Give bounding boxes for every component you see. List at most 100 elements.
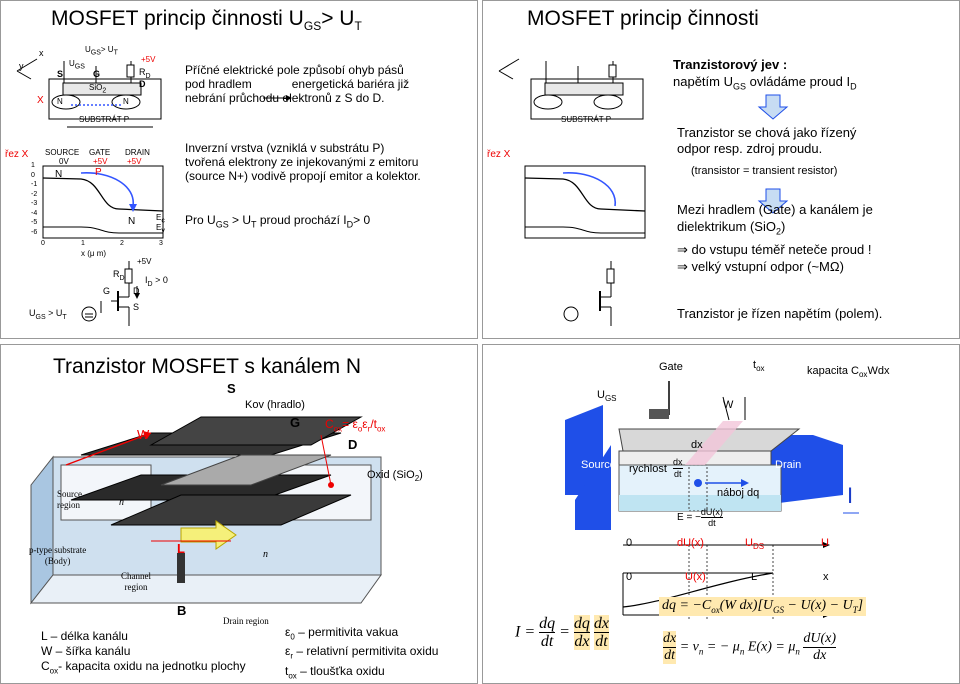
mosfet-diagram-copy [498,58,789,326]
band-n-left: N [55,169,63,180]
slide3-title: Tranzistor MOSFET s kanálem N [53,355,362,378]
circuit-5v: +5V [137,257,152,266]
label-d: D [348,437,358,452]
ev-label: Ev [156,223,165,235]
label-n-left: n [119,497,124,508]
band-0v: 0V [59,157,69,166]
circuit-rd: RD [113,269,125,282]
slide1-para2: Inverzní vrstva (vzniklá v substrátu P)t… [185,141,421,183]
slide2-title: MOSFET princip činnosti [527,7,759,30]
legend-left: L – délka kanálu W – šířka kanálu Cox- k… [41,629,246,676]
slide2-cut-label: řez X [487,149,511,160]
transistor-etymology: (transistor = transient resistor) [691,165,838,177]
supply-5v: +5V [141,55,156,64]
band-n-right: N [128,216,136,227]
terminal-d: D [139,79,146,89]
label-p-substrate: p-type substrate(Body) [29,545,87,566]
w-label: W [723,399,734,411]
slide-mosfet-principle: MOSFET princip činnosti řez X SUBSTRÁT P… [482,0,960,339]
gate-dielectric: Mezi hradlem (Gate) a kanálem je dielekt… [677,202,873,274]
cut-label: řez X [5,149,29,160]
label-drain-region: Drain region [223,616,269,626]
band-5v-gate: +5V [93,157,108,166]
circuit-s: S [133,302,140,312]
cut-x-marker: X [37,95,44,106]
band-xtick-2: 2 [120,240,124,247]
ugs-label: UGS [597,389,617,404]
ec-label: Ec [156,213,165,225]
velocity-label: rychlost [629,463,667,475]
label-l: L [177,541,185,556]
e-field-eq: E = −dU(x)dt [677,507,723,528]
drain-label: Drain [775,459,802,471]
label-g: G [290,415,301,430]
label-b: B [177,603,187,618]
rd-label: RD [139,67,151,80]
band-p: P [95,167,102,178]
slide-mosfet-ugs-gt-ut: MOSFET princip činnosti UGS> UT [0,0,478,339]
source-label: Source [581,459,616,471]
label-w: W [137,427,150,442]
axis-y-label: y [19,61,24,71]
label-oxide: Oxid (SiO2) [367,469,423,484]
slide-channel-current: Gate tox kapacita CoxWdx UGS W dx Source… [482,344,960,684]
axis-ux: U(x) [685,571,706,583]
voltage-controlled: Tranzistor je řízen napětím (polem). [677,306,883,321]
slide-mosfet-n-channel: Tranzistor MOSFET s kanálem N S Kov (hra… [0,344,478,684]
slide2-substrate-label: SUBSTRÁT P [561,115,612,124]
band-source-label: SOURCE [45,148,80,157]
dq-equation: dq = −Cox(W dx)[UGS − U(x) − UT] [659,597,867,616]
tox-label: tox [753,359,765,374]
axis-l: L [751,571,758,583]
axis-x: x [823,571,829,583]
axis-zero-top: 0 [626,537,633,549]
n-plus-right: N [123,97,129,106]
axis-x-label: x [39,48,44,58]
capacitance-label: kapacita CoxWdx [807,365,890,380]
label-cox: Cox= εoεr/tox [325,417,386,434]
circuit-ugs: UGS > UT [29,308,67,321]
mosfet-3d-structure [29,416,382,605]
circuit-d: D [133,286,140,296]
band-xtick-1: 1 [81,240,85,247]
label-metal-gate: Kov (hradlo) [245,399,305,411]
circuit-g: G [103,286,111,296]
charge-label: náboj dq [717,487,760,499]
axis-u: U [821,537,829,549]
band-xtick-3: 3 [159,240,163,247]
circuit-id: ID > 0 [145,275,168,288]
slide1-para3: Pro UGS > UT proud prochází ID> 0 [185,213,371,230]
mosfet-cross-section [16,58,292,326]
slide1-para1: Příčné elektrické pole způsobí ohyb pásů… [185,63,410,105]
slide1-title: MOSFET princip činnosti UGS> UT [51,7,362,34]
transistor-effect-line: napětím UGS ovládáme proud ID [673,74,857,92]
label-s: S [227,381,236,396]
gate-label: Gate [659,361,683,373]
axis-uds: UDS [745,537,765,552]
band-xtick-0: 0 [41,240,45,247]
legend-right: ε0 – permitivita vakua εr – relativní pe… [285,625,439,681]
axis-dux: dU(x) [677,537,704,549]
label-n-right: n [263,549,268,560]
terminal-s: S [57,69,64,79]
axis-zero-bottom: 0 [626,571,633,583]
n-plus-left: N [57,97,63,106]
substrate-label: SUBSTRÁT P [79,115,130,124]
transistor-effect-heading: Tranzistorový jev : [673,57,788,72]
channel-model [565,381,859,621]
ugs-ut-label: UGS> UT [85,45,118,57]
band-5v-drain: +5V [127,157,142,166]
dx-label: dx [691,439,703,451]
band-xaxis: x (μ m) [81,249,107,258]
ugs-tag: UGS [69,59,85,71]
terminal-g: G [93,69,101,79]
sio2-label: SiO2 [89,83,107,95]
current-i-label: I [847,483,854,508]
